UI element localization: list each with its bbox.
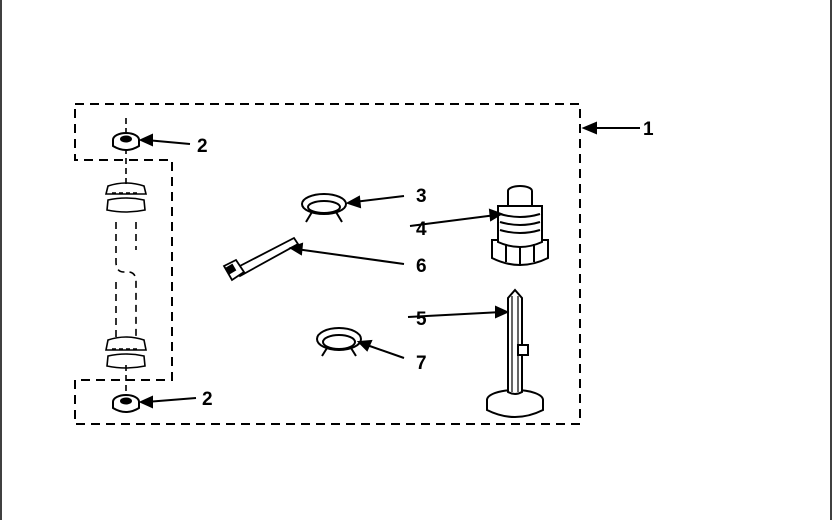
hose-clamp-upper-icon — [301, 193, 347, 223]
callout-7: 7 — [416, 353, 427, 374]
callout-2-bottom: 2 — [202, 389, 213, 410]
leader-lines — [138, 121, 640, 409]
callout-1: 1 — [643, 119, 654, 140]
callout-3: 3 — [416, 186, 427, 207]
callout-5: 5 — [416, 309, 427, 330]
kit-boundary — [74, 103, 581, 425]
callout-4: 4 — [416, 219, 427, 240]
washer-bottom-icon — [112, 394, 140, 413]
threaded-fitting-icon — [491, 185, 549, 266]
hose-assembly — [104, 118, 148, 405]
callout-6: 6 — [416, 256, 427, 277]
hose-clamp-lower-icon — [316, 327, 362, 357]
leveling-leg-icon — [486, 288, 544, 418]
cable-tie-icon — [222, 236, 300, 282]
washer-top-icon — [112, 132, 140, 151]
callout-2-top: 2 — [197, 136, 208, 157]
